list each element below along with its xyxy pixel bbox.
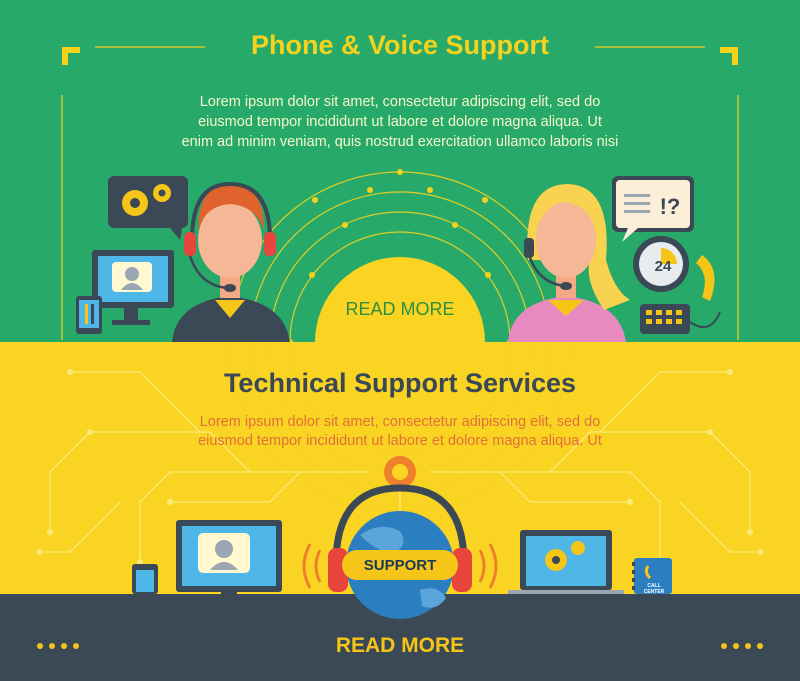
top-frame (61, 46, 739, 340)
monitor-icon (176, 520, 282, 594)
body-line: Lorem ipsum dolor sit amet, consectetur … (199, 414, 601, 430)
gears-icon (108, 176, 188, 240)
bottom-read-more-button[interactable]: READ MORE (335, 634, 465, 657)
laptop-icon (508, 530, 624, 594)
tablet-icon (76, 296, 102, 334)
body-line: Lorem ipsum dolor sit amet, consectetur … (199, 94, 601, 110)
clock-icon: 24 (633, 236, 689, 292)
footer-dots (37, 643, 763, 649)
bottom-banner-body: Lorem ipsum dolor sit amet, consectetur … (0, 413, 800, 451)
mobile-phone-icon (132, 564, 158, 594)
female-operator (508, 184, 630, 342)
male-operator (172, 181, 290, 342)
read-more-half-circle (315, 257, 485, 342)
body-line: eiusmod tempor incididunt ut labore et d… (198, 433, 602, 449)
book-label-call: CALL (647, 583, 660, 589)
clock-number: 24 (655, 258, 672, 275)
monitor-icon (92, 250, 174, 325)
top-read-more-button[interactable]: READ MORE (345, 299, 455, 319)
bubble-symbol: !? (660, 194, 681, 219)
book-label-center: CENTER (644, 589, 665, 595)
sound-waves (302, 543, 498, 589)
circuit-dots (37, 369, 763, 565)
globe-label: SUPPORT (363, 557, 437, 574)
globe-icon (328, 484, 472, 619)
top-banner-body: Lorem ipsum dolor sit amet, consectetur … (0, 92, 800, 152)
phone-icon (640, 255, 721, 334)
bottom-banner-title: Technical Support Services (223, 368, 577, 398)
body-line: enim ad minim veniam, quis nostrud exerc… (181, 134, 619, 150)
top-banner-title: Phone & Voice Support (250, 30, 549, 60)
body-line: eiusmod tempor incididunt ut labore et d… (198, 114, 602, 130)
speech-bubble-icon: !? (612, 176, 694, 242)
frame-corners (62, 47, 738, 65)
call-center-book-icon: CALL CENTER (632, 558, 672, 595)
circuit-lines (40, 371, 760, 562)
